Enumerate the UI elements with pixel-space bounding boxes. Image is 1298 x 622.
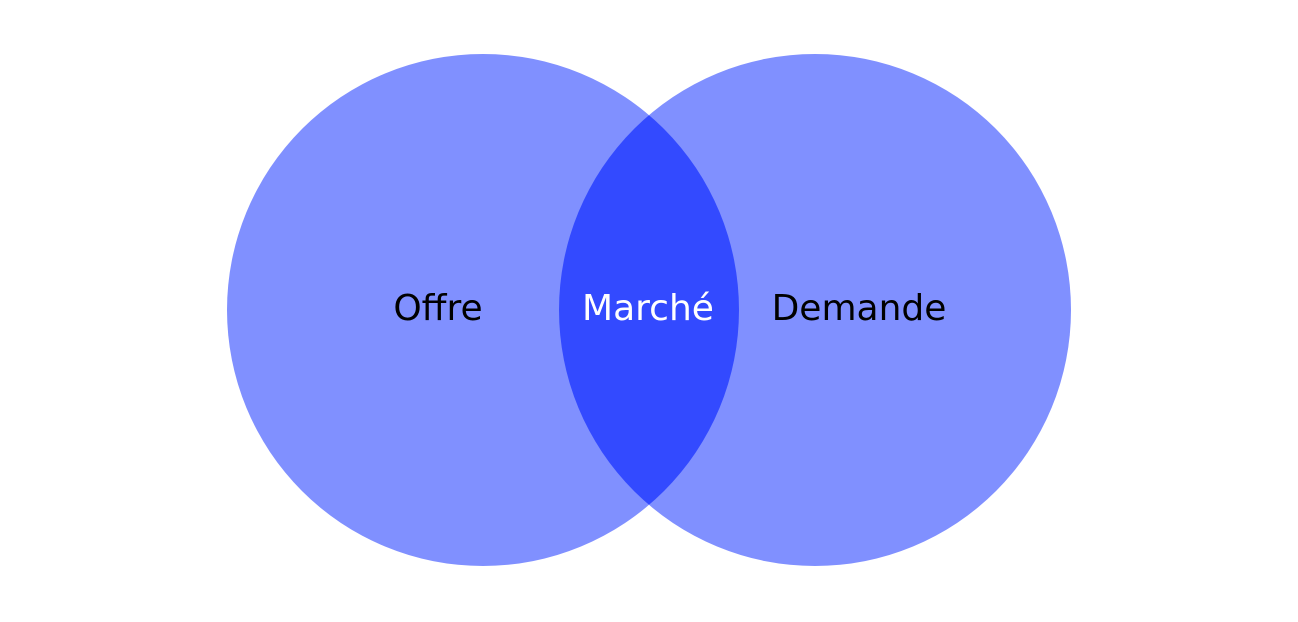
right-label-demande: Demande [772,288,947,329]
intersection-region-marche [559,54,739,566]
intersection-label-marche: Marché [582,288,714,329]
left-label-offre: Offre [393,288,482,329]
